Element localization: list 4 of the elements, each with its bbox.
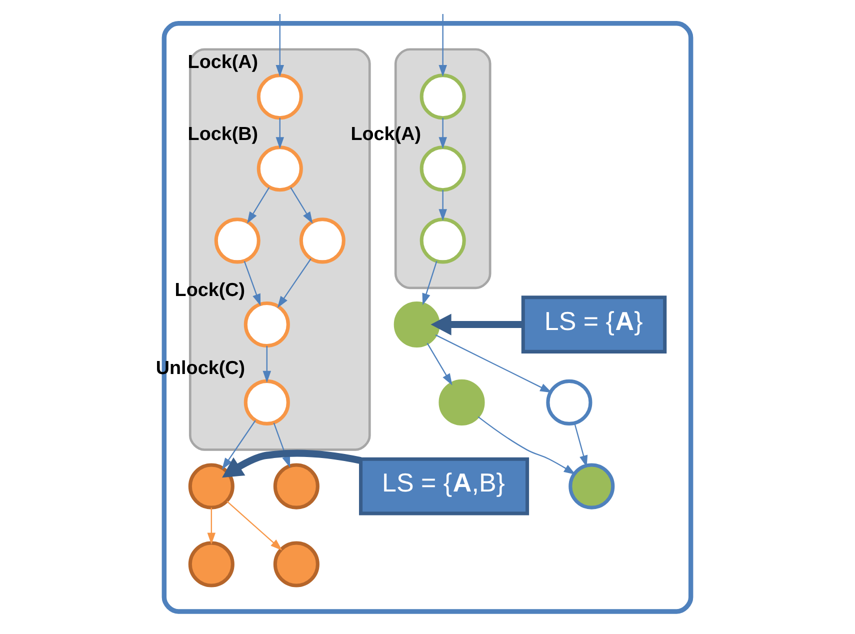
node-label: Lock(A) — [188, 52, 258, 74]
node-label: Lock(B) — [188, 124, 258, 146]
node-label: Lock(A) — [350, 124, 422, 146]
node-label: Lock(C) — [174, 280, 246, 301]
